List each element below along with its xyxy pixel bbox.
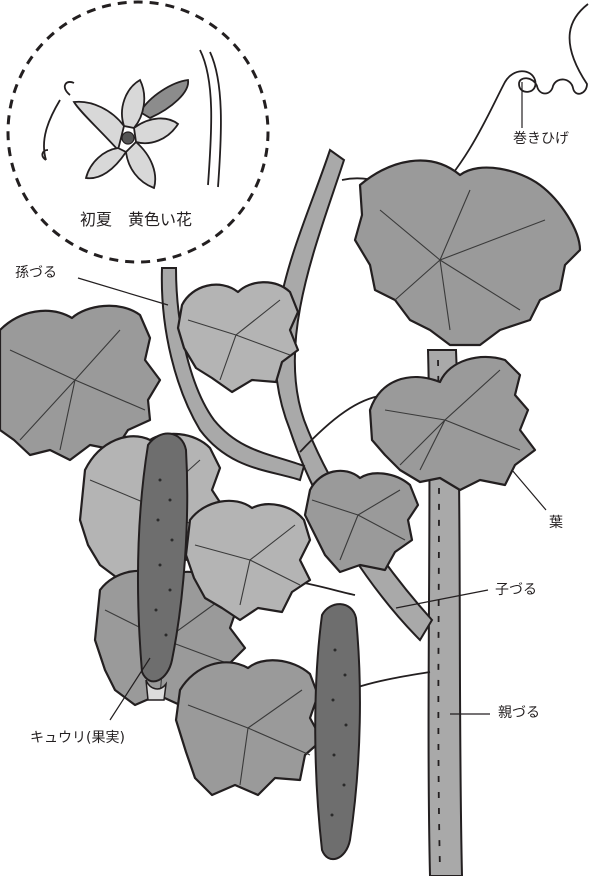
leaf-center	[305, 471, 418, 572]
inset-caption: 初夏 黄色い花	[80, 212, 192, 228]
label-main-vine: 親づる	[498, 706, 540, 720]
label-fruit: キュウリ(果実)	[30, 731, 125, 745]
label-child-vine: 子づる	[495, 583, 537, 597]
leader-leaf	[512, 470, 546, 510]
leader-grandchild-vine	[78, 278, 168, 305]
inset-bud	[140, 80, 188, 118]
leaf-upper-right	[355, 161, 580, 345]
label-tendril: 巻きひげ	[513, 132, 569, 146]
label-grandchild-vine: 孫づる	[15, 266, 57, 280]
label-leaf: 葉	[549, 516, 563, 530]
cucumber-fruit-right	[315, 604, 360, 859]
